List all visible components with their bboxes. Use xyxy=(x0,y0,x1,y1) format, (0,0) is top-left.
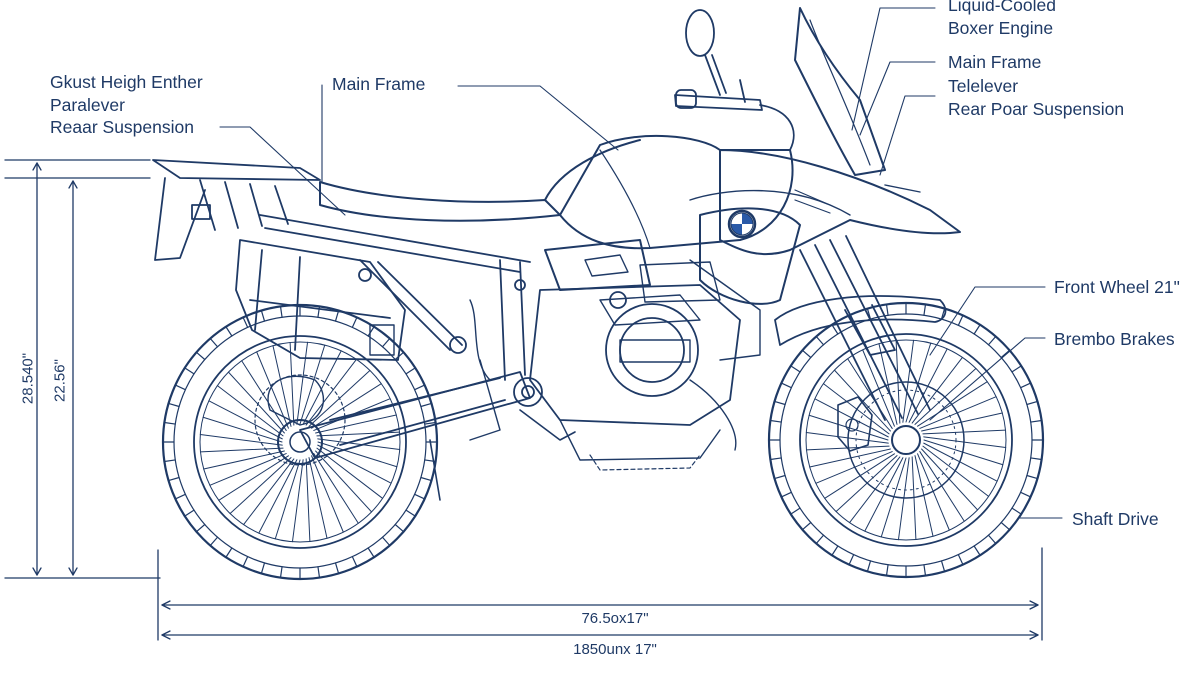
front-fork xyxy=(774,235,947,421)
mirror-handlebar xyxy=(674,9,795,151)
bmw-roundel-icon xyxy=(727,209,757,239)
dimension-lines xyxy=(4,159,1043,641)
dim-inner-height: 22.56" xyxy=(51,359,69,402)
front-wheel xyxy=(767,301,1045,579)
dim-overall-length: 1850unx 17" xyxy=(573,641,657,658)
callout-right-line4: Telelever xyxy=(948,76,1019,96)
callout-front-wheel: Front Wheel 21" xyxy=(1054,277,1180,297)
rear-wheel xyxy=(161,303,439,581)
callout-main-frame-left: Main Frame xyxy=(332,74,426,94)
rear-pannier xyxy=(235,239,406,361)
callout-right-line5: Rear Poar Suspension xyxy=(948,99,1125,119)
dim-outer-height: 28.540" xyxy=(19,352,37,405)
rear-rack xyxy=(152,159,321,261)
callout-top-right-line1: Liquid-Cooled xyxy=(948,0,1056,15)
swingarm xyxy=(267,371,543,459)
footpeg xyxy=(429,409,576,501)
callout-brakes: Brembo Brakes xyxy=(1054,329,1175,349)
callout-top-left-line2: Paralever xyxy=(50,95,125,115)
seat xyxy=(319,139,641,222)
callout-top-left-line1: Gkust Heigh Enther xyxy=(50,72,203,92)
engine xyxy=(469,259,761,471)
main-frame xyxy=(259,214,627,381)
callout-shaft-drive: Shaft Drive xyxy=(1072,509,1159,529)
windscreen xyxy=(794,7,886,176)
callout-top-right-line2: Boxer Engine xyxy=(948,18,1054,38)
dim-wheelbase: 76.5ox17" xyxy=(581,610,649,627)
leader-lines xyxy=(219,7,1063,519)
callout-top-left-line3: Reaar Suspension xyxy=(50,117,194,137)
callout-right-line3: Main Frame xyxy=(948,52,1042,72)
fuel-tank xyxy=(544,134,794,291)
